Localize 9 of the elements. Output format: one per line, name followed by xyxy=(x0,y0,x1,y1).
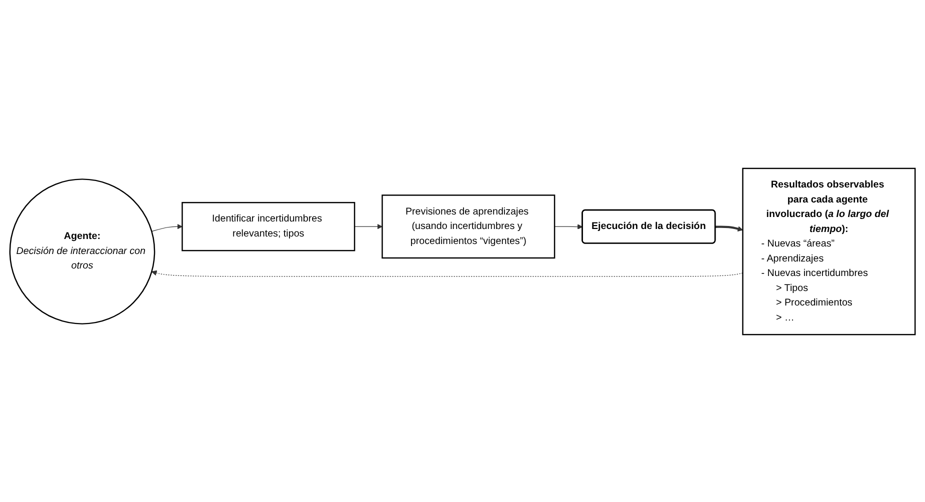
arrow xyxy=(554,224,583,229)
arrow xyxy=(715,225,743,231)
arrow xyxy=(354,223,382,229)
node-box: Resultados observables para cada agente involucrado (a lo largo del tiempo): - Nuevas “áreas” - Aprendizajes - Nuevas incertidumbres > Tipos > Procedimientos > … xyxy=(742,167,916,335)
node-box: Identificar incertidumbres relevantes; tipos xyxy=(182,201,356,251)
arrow xyxy=(151,223,182,232)
node-circle: Agente: Decisión de interaccionar con otros xyxy=(9,178,156,324)
arrow xyxy=(151,270,744,276)
node-box: Previsiones de aprendizajes (usando incertidumbres y procedimientos “vigentes”) xyxy=(382,194,556,258)
